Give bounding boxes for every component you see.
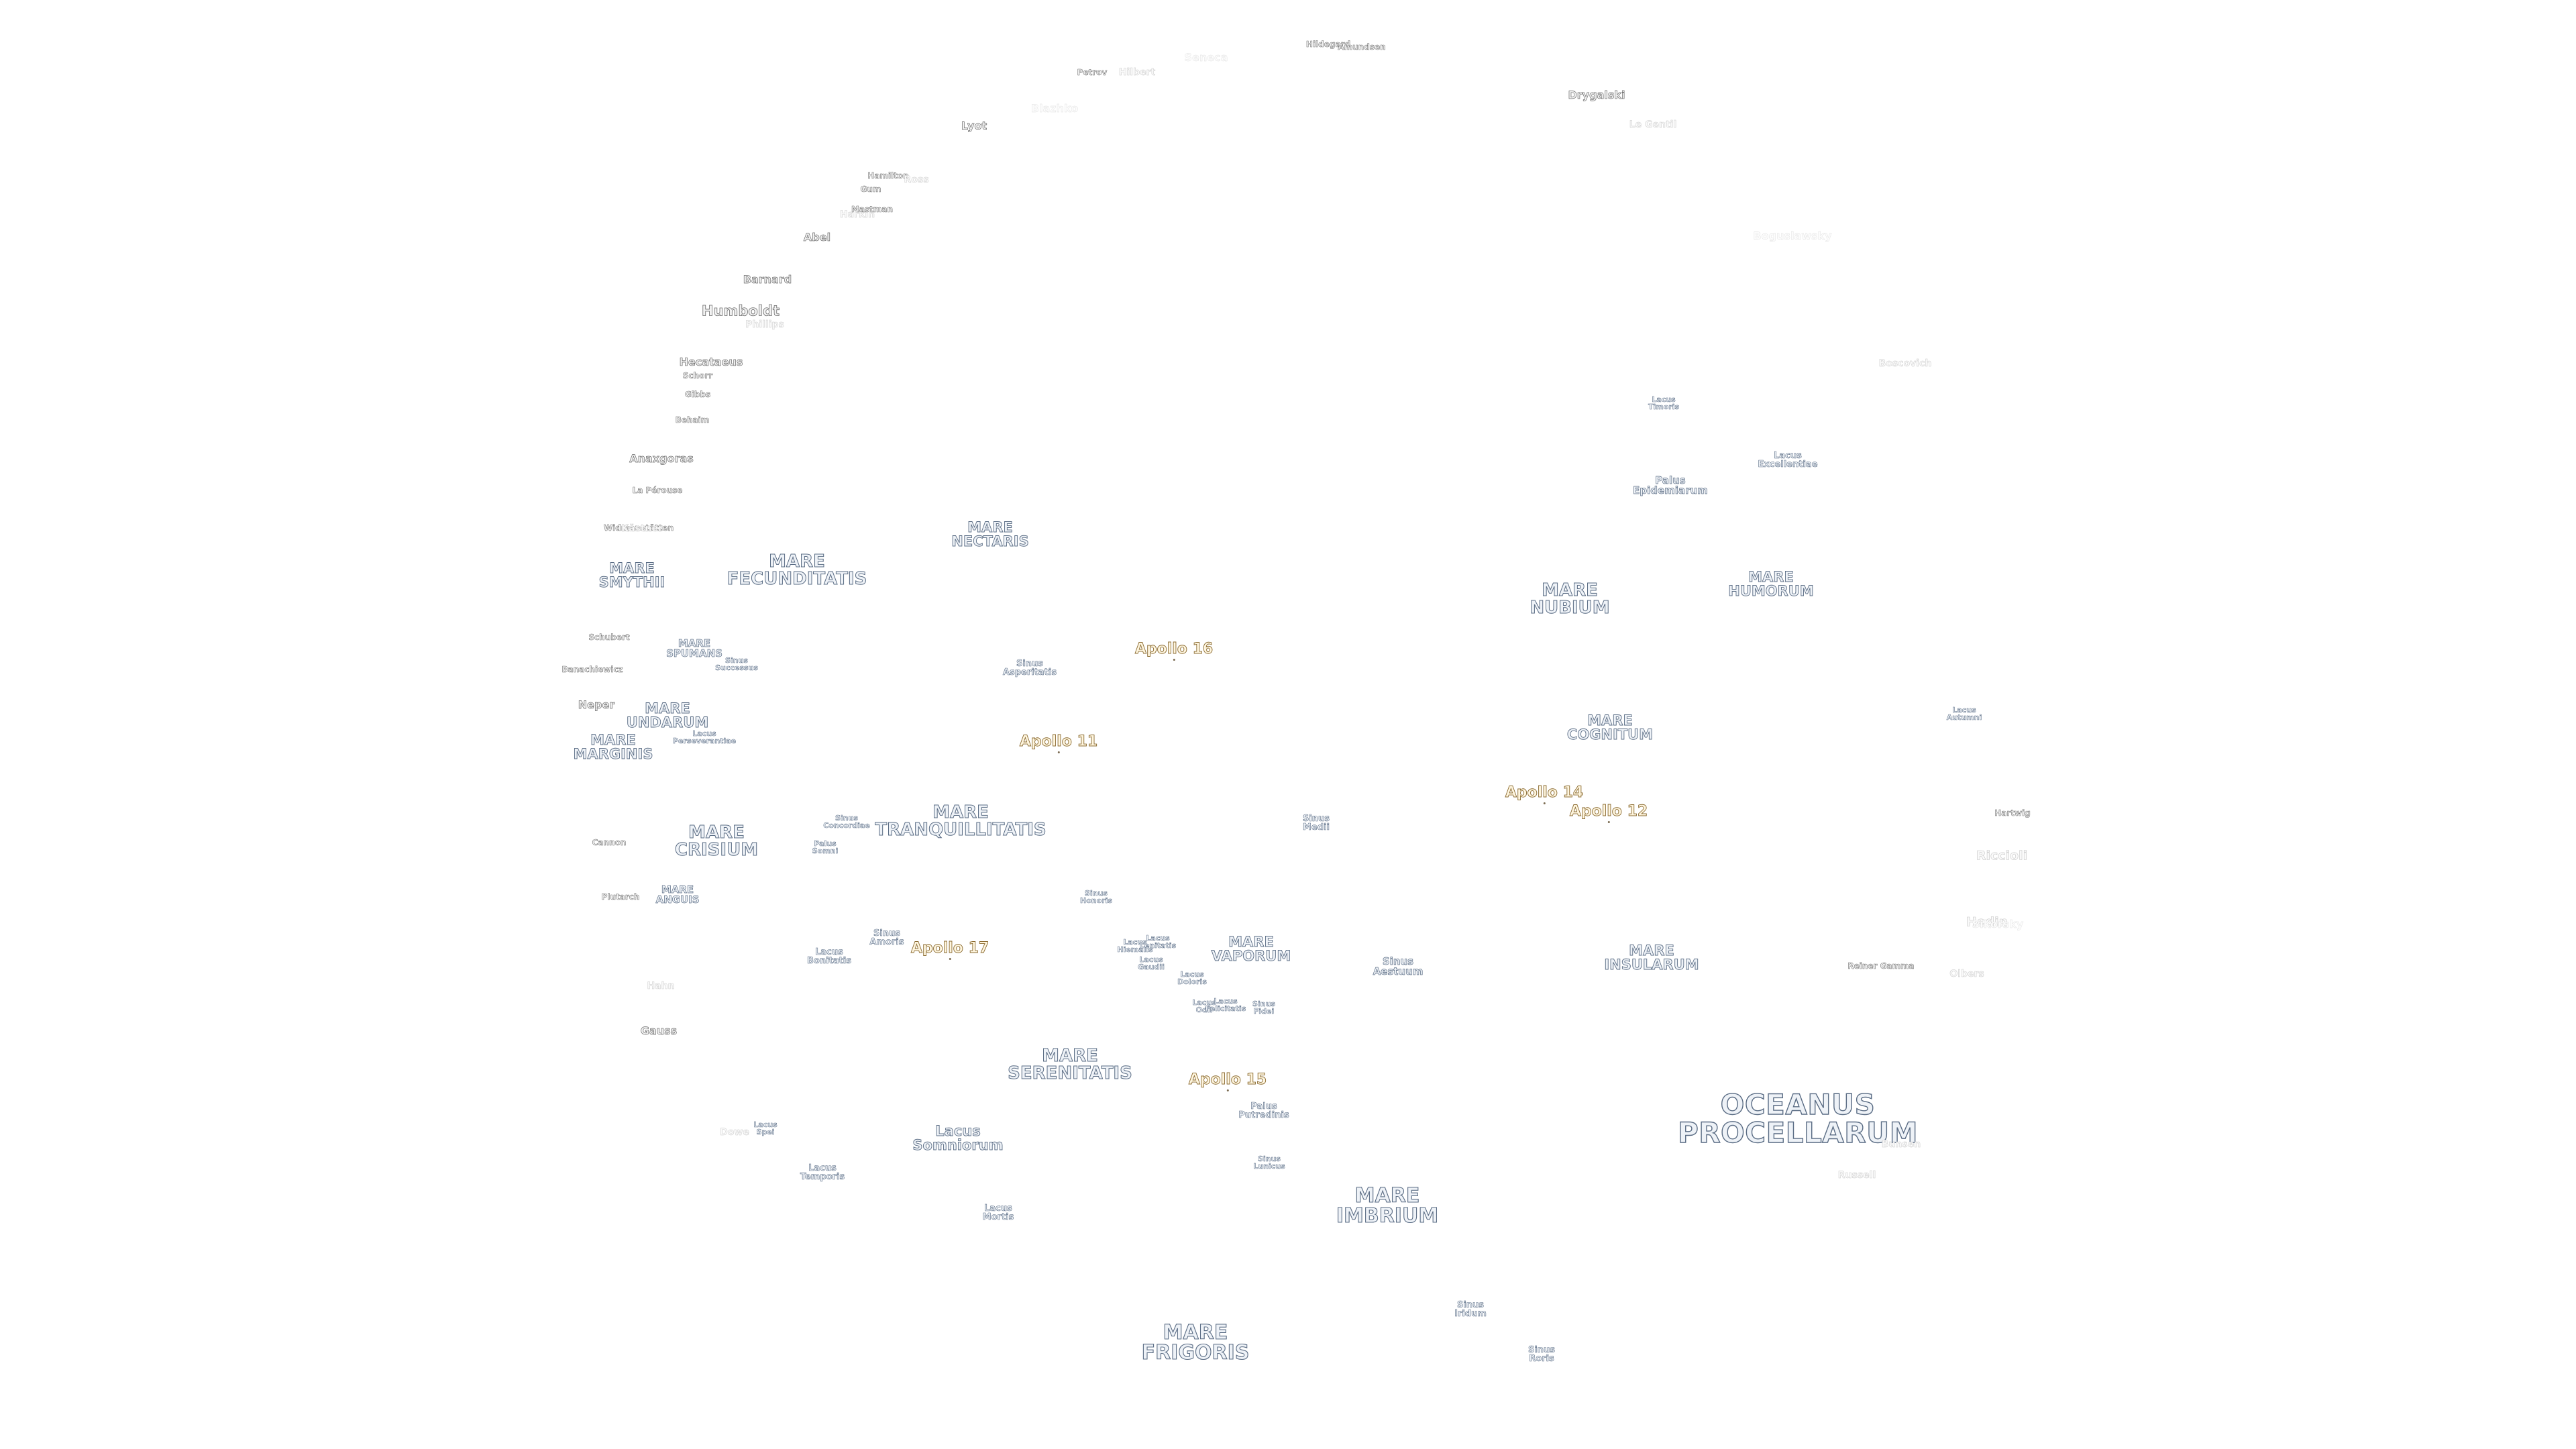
crater-barnard-label[interactable]: Barnard — [743, 273, 792, 286]
oceanus-procellarum-label[interactable]: OCEANUS PROCELLARUM — [1677, 1088, 1919, 1149]
mare-humorum-label[interactable]: MARE HUMORUM — [1728, 569, 1814, 599]
crater-anaxagoras-label[interactable]: Anaxgoras — [629, 452, 694, 465]
crater-hamilton-label[interactable]: Hamilton — [867, 171, 909, 180]
crater-widmanstatten-label[interactable]: Widmanstätten — [603, 523, 674, 533]
mare-fecunditatis-label[interactable]: MARE FECUNDITATIS — [727, 551, 867, 589]
crater-schorr-label[interactable]: Schorr — [682, 371, 713, 380]
palus-somni-label[interactable]: Palus Somni — [812, 839, 839, 855]
crater-drygalski-label[interactable]: Drygalski — [1568, 89, 1625, 101]
lacus-gaudii-label[interactable]: Lacus Gaudii — [1138, 955, 1165, 971]
crater-seneca-label[interactable]: Seneca — [1184, 51, 1228, 64]
lacus-temporis-label[interactable]: Lacus Temporis — [800, 1163, 845, 1182]
crater-schubert-label[interactable]: Schubert — [588, 633, 630, 642]
sinus-aestuum-label[interactable]: Sinus Aestuum — [1373, 955, 1424, 977]
lacus-mortis-label[interactable]: Lacus Mortis — [982, 1203, 1014, 1222]
crater-phillips-label[interactable]: Phillips — [745, 319, 784, 330]
crater-hahn-label[interactable]: Hahn — [647, 981, 675, 991]
crater-boguslawsky-label[interactable]: Boguslawsky — [1753, 229, 1832, 242]
sinus-iridum-label[interactable]: Sinus Iridum — [1454, 1300, 1487, 1319]
sinus-concordiae-label[interactable]: Sinus Concordiae — [823, 814, 870, 830]
mare-vaporum-label[interactable]: MARE VAPORUM — [1211, 934, 1291, 964]
mare-insularum-label[interactable]: MARE INSULARUM — [1604, 943, 1699, 973]
crater-sikorsky-label[interactable]: Sikorsky — [1972, 918, 2024, 930]
crater-russell-label[interactable]: Russell — [1837, 1170, 1876, 1181]
crater-harkin-label[interactable]: Harkin — [839, 209, 875, 220]
crater-petrov-label[interactable]: Petrov — [1077, 68, 1108, 77]
crater-la-perouse-label[interactable]: La Pérouse — [632, 486, 683, 495]
crater-hedin-label[interactable]: Hedin — [1966, 914, 2008, 930]
crater-mastman-label[interactable]: Mastman — [851, 205, 894, 214]
crater-neper-label[interactable]: Neper — [578, 698, 615, 711]
palus-epidemiarum-label[interactable]: Palus Epidemiarum — [1633, 474, 1708, 496]
lacus-hiemalis-label[interactable]: Lacus Hiemalis — [1117, 938, 1153, 954]
crater-hilbert-label[interactable]: Hilbert — [1118, 67, 1156, 78]
mare-tranquillitatis-label[interactable]: MARE TRANQUILLITATIS — [875, 802, 1046, 840]
sinus-lunicus-label[interactable]: Sinus Lunicus — [1253, 1155, 1285, 1171]
sinus-honoris-label[interactable]: Sinus Honoris — [1080, 889, 1112, 905]
mare-frigoris-label[interactable]: MARE FRIGORIS — [1141, 1321, 1250, 1364]
crater-hartwig-label[interactable]: Hartwig — [1994, 808, 2031, 818]
lacus-doloris-label[interactable]: Lacus Doloris — [1177, 970, 1207, 986]
mare-imbrium-label[interactable]: MARE IMBRIUM — [1336, 1184, 1439, 1228]
apollo-15-marker[interactable]: Apollo 15 — [1188, 1071, 1267, 1091]
crater-bunsen-label[interactable]: Bunsen — [1881, 1139, 1921, 1150]
mare-marginis-label[interactable]: MARE MARGINIS — [573, 732, 653, 762]
lacus-excellentiae-label[interactable]: Lacus Excellentiae — [1758, 451, 1818, 470]
lacus-spei-label[interactable]: Lacus Spei — [753, 1120, 777, 1136]
crater-le-gentil-label[interactable]: Le Gentil — [1629, 119, 1677, 130]
mare-nubium-label[interactable]: MARE NUBIUM — [1529, 580, 1610, 618]
lacus-lenitatis-label[interactable]: Lacus Lenitatis — [1139, 934, 1177, 950]
sinus-roris-label[interactable]: Sinus Roris — [1527, 1345, 1556, 1364]
mare-nectaris-label[interactable]: MARE NECTARIS — [951, 519, 1029, 549]
crater-behaim-label[interactable]: Behaim — [675, 415, 710, 425]
sinus-fidei-label[interactable]: Sinus Fidei — [1252, 1000, 1275, 1016]
crater-reiner-gamma-label[interactable]: Reiner Gamma — [1847, 961, 1915, 971]
lacus-somniorum-label[interactable]: Lacus Somniorum — [912, 1123, 1004, 1153]
sinus-successus-label[interactable]: Sinus Successus — [715, 656, 758, 672]
apollo-17-marker[interactable]: Apollo 17 — [910, 940, 989, 960]
mare-spumans-label[interactable]: MARE SPUMANS — [666, 637, 723, 659]
sinus-asperitatis-label[interactable]: Sinus Asperitatis — [1002, 659, 1057, 678]
lacus-timoris-label[interactable]: Lacus Timoris — [1648, 395, 1680, 411]
mare-cognitum-label[interactable]: MARE COGNITUM — [1566, 712, 1654, 743]
crater-cannon-label[interactable]: Cannon — [592, 838, 627, 847]
crater-humboldt-label[interactable]: Humboldt — [701, 303, 780, 319]
crater-gibbs-label[interactable]: Gibbs — [684, 390, 711, 399]
crater-amundsen-label[interactable]: Amundsen — [1338, 42, 1386, 52]
crater-kastner-label[interactable]: Kästner — [621, 523, 663, 534]
apollo-16-marker[interactable]: Apollo 16 — [1134, 641, 1214, 661]
crater-boscovich-label[interactable]: Boscovich — [1878, 358, 1932, 369]
crater-ross-label[interactable]: Ross — [904, 174, 929, 185]
lacus-bonitatis-label[interactable]: Lacus Bonitatis — [807, 947, 852, 966]
crater-olbers-label[interactable]: Olbers — [1949, 969, 1984, 979]
lacus-perseverantiae-label[interactable]: Lacus Perseverantiae — [672, 729, 737, 745]
crater-riccioli-label[interactable]: Riccioli — [1976, 848, 2028, 863]
crater-hecataeus-label[interactable]: Hecataeus — [679, 356, 743, 368]
lacus-odii-label[interactable]: Lacus Odii — [1192, 998, 1216, 1014]
crater-hildegard-label[interactable]: Hildegard — [1305, 40, 1351, 49]
crater-lyot-label[interactable]: Lyot — [961, 119, 987, 132]
mare-anguis-label[interactable]: MARE ANGUIS — [655, 883, 700, 906]
crater-abel-label[interactable]: Abel — [803, 231, 831, 244]
palus-putredinis-label[interactable]: Palus Putredinis — [1238, 1102, 1289, 1120]
crater-gauss-label[interactable]: Gauss — [640, 1024, 678, 1037]
apollo-12-marker[interactable]: Apollo 12 — [1569, 803, 1648, 823]
crater-plutarch-label[interactable]: Plutarch — [601, 892, 640, 902]
crater-dowe-label[interactable]: Dowe — [720, 1127, 749, 1138]
crater-blazhko-label[interactable]: Blazhko — [1030, 102, 1079, 115]
mare-crisium-label[interactable]: MARE CRISIUM — [674, 822, 759, 860]
sinus-medii-label[interactable]: Sinus Medii — [1302, 814, 1330, 833]
lacus-felicitatis-label[interactable]: Lacus Felicitatis — [1205, 997, 1246, 1013]
apollo-11-marker[interactable]: Apollo 11 — [1019, 733, 1098, 753]
crater-gum-label[interactable]: Gum — [860, 184, 881, 194]
mare-undarum-label[interactable]: MARE UNDARUM — [626, 700, 709, 731]
sinus-amoris-label[interactable]: Sinus Amoris — [869, 928, 904, 947]
lacus-autumni-label[interactable]: Lacus Autumni — [1946, 706, 1982, 722]
mare-serenitatis-label[interactable]: MARE SERENITATIS — [1008, 1046, 1133, 1083]
crater-banachiewicz-label[interactable]: Banachiewicz — [561, 665, 623, 674]
apollo-14-marker[interactable]: Apollo 14 — [1505, 784, 1584, 804]
mare-smythii-label[interactable]: MARE SMYTHII — [598, 560, 665, 590]
